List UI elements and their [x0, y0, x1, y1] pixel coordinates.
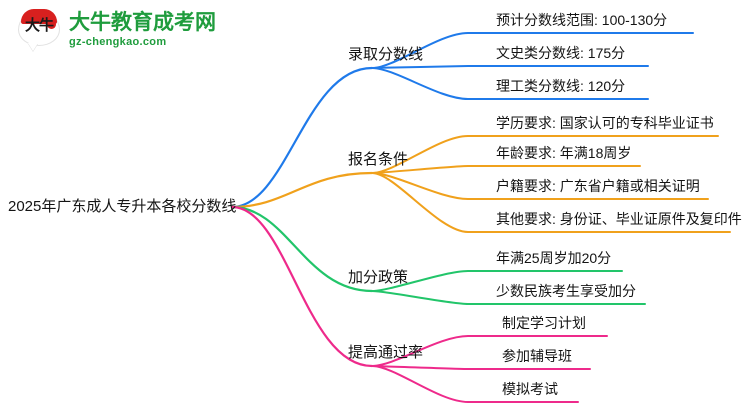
- connector-line: [371, 365, 591, 370]
- mindmap-leaf-label-application-requirements-3[interactable]: 其他要求: 身份证、毕业证原件及复印件: [496, 211, 742, 227]
- mindmap-root-label: 2025年广东成人专升本各校分数线: [8, 198, 237, 215]
- mindmap-leaf-label-application-requirements-0[interactable]: 学历要求: 国家认可的专科毕业证书: [496, 115, 714, 131]
- mindmap-branch-label-improve-pass-rate[interactable]: 提高通过率: [348, 344, 424, 361]
- site-logo[interactable]: 大牛 大牛教育成考网 gz-chengkao.com: [18, 8, 216, 52]
- mindmap-leaf-label-bonus-policy-0[interactable]: 年满25周岁加20分: [496, 250, 612, 266]
- mindmap-leaf-label-improve-pass-rate-1[interactable]: 参加辅导班: [502, 348, 572, 364]
- mindmap-leaf-label-admission-score-1[interactable]: 文史类分数线: 175分: [496, 45, 626, 61]
- connector-line: [230, 205, 374, 368]
- connector-line: [230, 66, 374, 209]
- logo-title: 大牛教育成考网: [69, 11, 216, 34]
- mindmap-branch-label-admission-score[interactable]: 录取分数线: [348, 46, 424, 63]
- mindmap-leaf-label-bonus-policy-1[interactable]: 少数民族考生享受加分: [496, 283, 636, 299]
- mindmap-leaf-label-improve-pass-rate-0[interactable]: 制定学习计划: [502, 315, 586, 331]
- connector-line: [371, 65, 649, 69]
- logo-subtitle: gz-chengkao.com: [69, 36, 167, 48]
- logo-dot-shape: [47, 20, 56, 29]
- mindmap-leaf-label-admission-score-0[interactable]: 预计分数线范围: 100-130分: [496, 12, 668, 28]
- logo-mark-label: 大牛: [24, 17, 54, 34]
- mindmap-leaf-label-application-requirements-2[interactable]: 户籍要求: 广东省户籍或相关证明: [496, 178, 700, 194]
- mindmap-leaf-label-improve-pass-rate-2[interactable]: 模拟考试: [502, 381, 558, 397]
- logo-text-block: 大牛教育成考网 gz-chengkao.com: [69, 12, 216, 48]
- mindmap-leaf-label-admission-score-2[interactable]: 理工类分数线: 120分: [496, 78, 626, 94]
- connector-line: [371, 165, 641, 174]
- mindmap-branch-label-bonus-policy[interactable]: 加分政策: [348, 269, 409, 286]
- logo-mark-icon: 大牛: [18, 8, 62, 52]
- connector-line: [230, 171, 374, 209]
- mindmap-leaf-label-application-requirements-1[interactable]: 年龄要求: 年满18周岁: [496, 145, 632, 161]
- mindmap-branch-label-application-requirements[interactable]: 报名条件: [348, 151, 409, 168]
